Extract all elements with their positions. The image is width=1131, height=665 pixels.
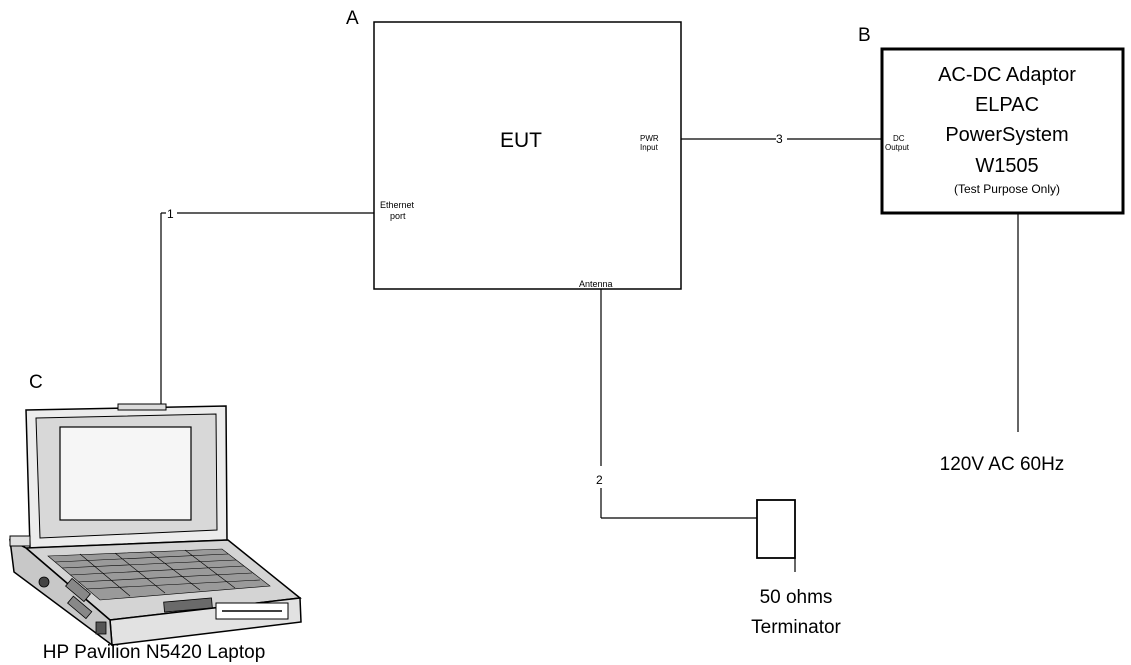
laptop-screen: [59, 426, 192, 521]
terminator-label-line2: Terminator: [751, 617, 841, 638]
adaptor-line-3: PowerSystem: [945, 124, 1068, 146]
dc-output-label-line1: DC: [893, 134, 905, 143]
label-c: C: [29, 372, 43, 393]
label-b: B: [858, 25, 871, 46]
adaptor-line-1: AC-DC Adaptor: [938, 64, 1076, 86]
adaptor-box: [880, 47, 1125, 215]
ac-source-label: 120V AC 60Hz: [940, 454, 1065, 475]
eut-title: EUT: [500, 129, 542, 152]
laptop-label: HP Pavilion N5420 Laptop: [43, 642, 266, 663]
cable-2-label: 2: [596, 473, 603, 487]
cable-1-label: 1: [167, 207, 174, 221]
antenna-label: Antenna: [579, 279, 613, 289]
adaptor-note: (Test Purpose Only): [954, 182, 1060, 196]
ethernet-port-label-line1: Ethernet: [380, 200, 415, 210]
pwr-input-label-line2: Input: [640, 143, 659, 152]
terminator-box: [756, 499, 796, 559]
adaptor-line-4: W1505: [975, 155, 1038, 177]
cable-3-label: 3: [776, 132, 783, 146]
eut-box: [373, 21, 682, 290]
laptop-illustration: [9, 403, 302, 647]
adaptor-line-2: ELPAC: [975, 94, 1039, 116]
dc-output-label-line2: Output: [885, 143, 910, 152]
terminator-label-line1: 50 ohms: [760, 587, 833, 608]
label-a: A: [346, 8, 359, 29]
laptop-keyboard: [47, 548, 271, 601]
ethernet-port-label-line2: port: [390, 211, 406, 221]
pwr-input-label-line1: PWR: [640, 134, 659, 143]
